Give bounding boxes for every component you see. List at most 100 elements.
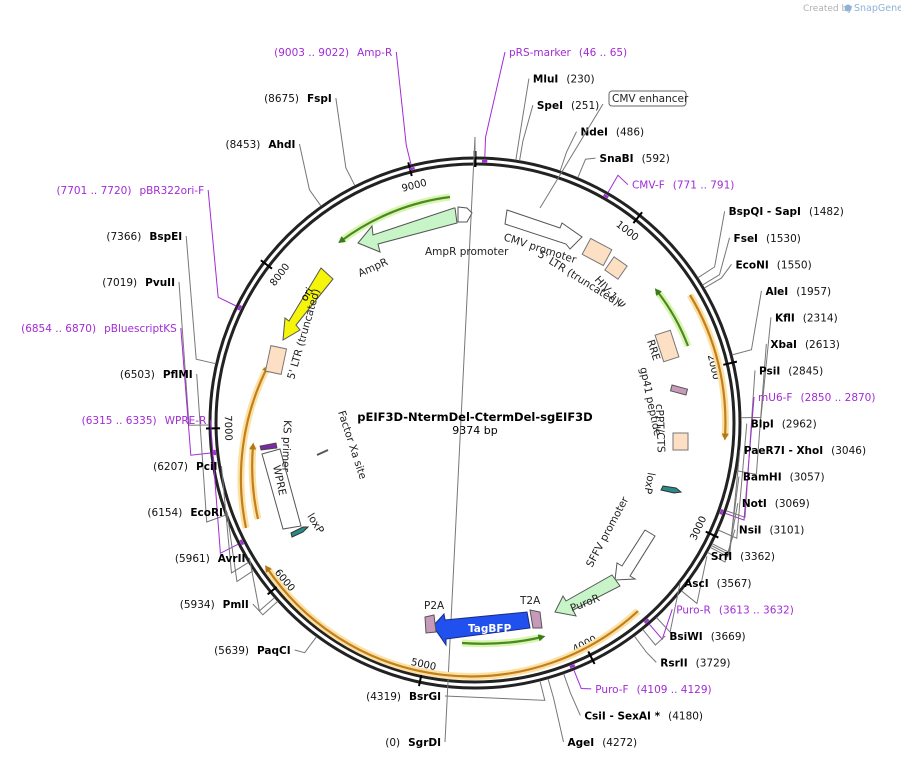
cppt-label: cPPT/CTS xyxy=(653,404,667,454)
primer-label: mU6-F(2850 .. 2870) xyxy=(758,392,875,404)
enzyme-leader-line xyxy=(711,450,741,554)
hiv-psi-feature xyxy=(604,256,628,280)
tick-label: 1000 xyxy=(613,219,640,243)
enzyme-leader-line xyxy=(577,157,596,178)
sffv-promoter-label: SFFV promoter xyxy=(584,494,632,569)
cmv-promoter-feature xyxy=(504,209,583,250)
enzyme-leader-line xyxy=(725,370,756,519)
enzyme-leader-line xyxy=(196,373,226,523)
enzyme-label: RsrII(3729) xyxy=(660,657,730,669)
watermark-brand: SnapGene xyxy=(854,3,901,14)
tick-mark xyxy=(723,360,738,366)
cmv-enhancer-label: CMV enhancer xyxy=(612,93,689,105)
enzyme-label: BlpI(2962) xyxy=(751,419,817,431)
enzyme-leader-line xyxy=(226,511,254,583)
ltr-right-feature xyxy=(581,237,613,267)
tagbfp-label: TagBFP xyxy=(468,623,512,635)
enzyme-label: AleI(1957) xyxy=(765,286,831,298)
primer-label: (7701 .. 7720)pBR322ori-F xyxy=(56,185,204,197)
gp41-feature xyxy=(669,384,689,396)
p2a-label: P2A xyxy=(424,600,445,612)
ampr-promoter-label: AmpR promoter xyxy=(425,246,509,258)
enzyme-leader-line xyxy=(335,97,356,186)
enzyme-leader-line xyxy=(298,143,322,207)
primer-marker xyxy=(719,508,724,515)
enzyme-leader-line xyxy=(178,281,210,426)
enzyme-label: BspQI - SapI(1482) xyxy=(729,206,844,218)
loxp-left-feature xyxy=(290,526,310,538)
enzyme-leader-line xyxy=(252,600,279,616)
tick-mark xyxy=(632,211,643,224)
enzyme-label: PsiI(2845) xyxy=(759,365,823,377)
enzyme-label: BsiWI(3669) xyxy=(669,631,745,643)
ampr-promoter-feature xyxy=(457,206,473,223)
enzyme-leader-line xyxy=(656,582,681,634)
t2a-label: T2A xyxy=(519,595,541,607)
puror-feature xyxy=(554,574,621,617)
enzyme-leader-line xyxy=(710,476,740,556)
primer-marker xyxy=(643,618,650,624)
enzyme-leader-line xyxy=(697,211,726,279)
rre-feature xyxy=(654,329,680,363)
factor-xa-feature xyxy=(316,449,329,456)
enzyme-leader-line xyxy=(444,136,476,743)
enzyme-label: PaeR7I - XhoI(3046) xyxy=(744,445,866,457)
features xyxy=(259,103,689,647)
enzyme-label: (8675)FspI xyxy=(264,93,332,105)
t2a-feature xyxy=(529,609,543,629)
enzyme-label: EcoNI(1550) xyxy=(735,259,811,271)
enzyme-label: BamHI(3057) xyxy=(743,472,825,484)
enzyme-leader-line xyxy=(515,78,530,161)
enzyme-label: SpeI(251) xyxy=(537,100,599,112)
enzyme-leader-line xyxy=(704,264,732,289)
enzyme-label: (5934)PmlI xyxy=(180,599,249,611)
primer-label: CMV-F(771 .. 791) xyxy=(632,180,734,192)
enzyme-label: MluI(230) xyxy=(533,74,595,86)
primer-label: (6315 .. 6335)WPRE-R xyxy=(82,415,207,427)
green-orf-arcs xyxy=(338,193,692,648)
primer-leader-line xyxy=(607,174,629,193)
watermark-prefix: Created by xyxy=(803,4,853,14)
primer-marker xyxy=(409,166,415,171)
tagbfp-feature xyxy=(432,611,531,647)
enzyme-label: SnaBI(592) xyxy=(600,153,670,165)
ks-primer-feature xyxy=(259,442,278,451)
tick-mark xyxy=(705,530,719,539)
enzyme-leader-line xyxy=(294,636,317,654)
cmv-enhancer-box xyxy=(608,90,687,107)
enzyme-leader-line xyxy=(731,290,762,356)
primer-marker xyxy=(603,193,609,199)
enzyme-leader-line xyxy=(519,104,534,161)
ks-primer-label: KS primer xyxy=(279,420,293,473)
primer-leader-line xyxy=(573,669,592,690)
tick-label: 7000 xyxy=(222,415,234,441)
p2a-feature xyxy=(424,614,437,634)
ori-feature xyxy=(282,267,334,341)
enzyme-leader-line xyxy=(633,635,657,663)
enzyme-label: NotI(3069) xyxy=(742,498,810,510)
primer-marker xyxy=(239,539,245,546)
orf-arcs xyxy=(237,293,729,680)
cppt-feature xyxy=(672,432,689,451)
enzyme-leader-line xyxy=(709,503,739,558)
site-labels: pRS-marker(46 .. 65)MluI(230)SpeI(251)Nd… xyxy=(21,47,875,749)
primer-marker xyxy=(569,664,576,669)
enzyme-label: (5639)PaqCI xyxy=(214,645,291,657)
enzyme-leader-line xyxy=(563,673,581,716)
tick-mark xyxy=(587,650,596,665)
enzyme-label: (7366)BspEI xyxy=(106,231,182,243)
plasmid-name: pEIF3D-NtermDel-CtermDel-sgEIF3D xyxy=(357,410,592,424)
primer-label: (9003 .. 9022)Amp-R xyxy=(274,47,392,59)
primer-label: Puro-F(4109 .. 4129) xyxy=(595,684,711,696)
loxp-right-feature xyxy=(660,485,683,494)
loxp-left-label: loxP xyxy=(304,511,326,536)
enzyme-label: AscI(3567) xyxy=(684,578,751,590)
enzyme-label: (4319)BsrGI xyxy=(366,691,441,703)
primer-leader-line xyxy=(207,189,237,307)
primer-leader-line xyxy=(725,396,755,521)
enzyme-leader-line xyxy=(547,678,565,743)
enzyme-leader-line xyxy=(736,343,767,475)
primer-leader-line xyxy=(395,51,412,165)
tick-label: 9000 xyxy=(401,178,428,195)
enzyme-leader-line xyxy=(642,629,666,646)
